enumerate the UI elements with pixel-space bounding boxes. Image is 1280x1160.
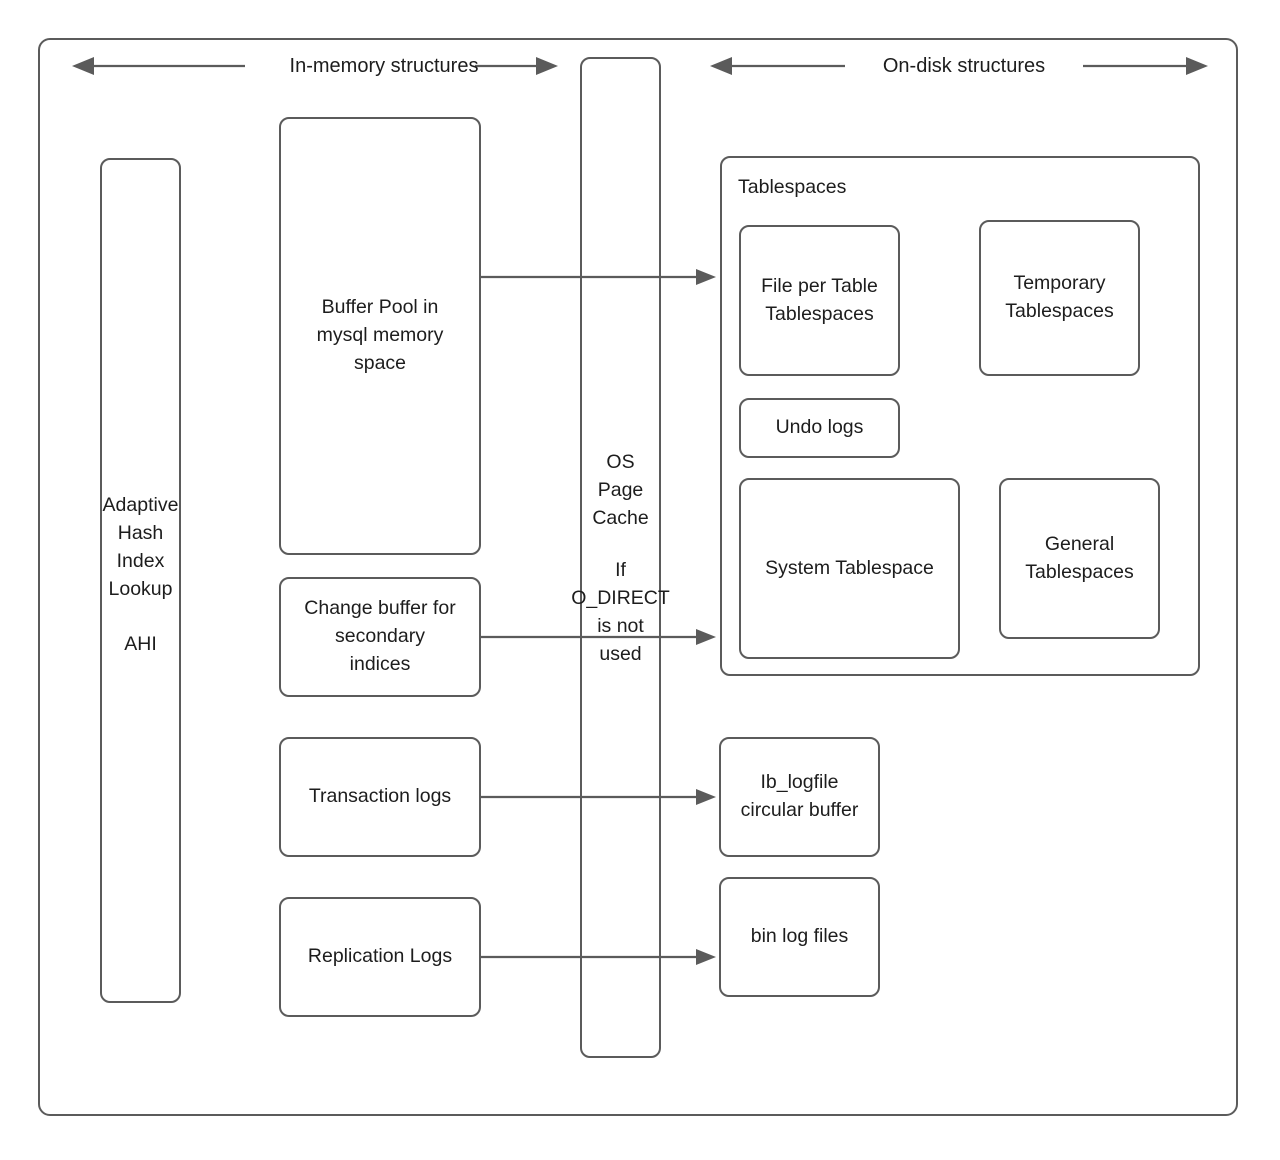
- transaction-logs-box[interactable]: Transaction logs: [279, 737, 481, 857]
- system-tablespace-box[interactable]: System Tablespace: [739, 478, 960, 659]
- bin-log-files-box[interactable]: bin log files: [719, 877, 880, 997]
- file-per-table-tablespaces-box[interactable]: File per Table Tablespaces: [739, 225, 900, 376]
- os-page-cache-label: OS Page Cache: [592, 451, 649, 530]
- os-page-cache-box[interactable]: [580, 57, 661, 1058]
- on-disk-structures-label: On-disk structures: [882, 55, 1046, 77]
- tablespaces-group-box[interactable]: [720, 156, 1200, 676]
- in-memory-structures-label: In-memory structures: [289, 55, 479, 77]
- buffer-pool-box[interactable]: Buffer Pool in mysql memory space: [279, 117, 481, 555]
- ahi-abbreviation-label: AHI: [124, 633, 157, 655]
- general-tablespaces-box[interactable]: General Tablespaces: [999, 478, 1160, 639]
- undo-logs-box[interactable]: Undo logs: [739, 398, 900, 458]
- o-direct-note-label: If O_DIRECT is not used: [571, 559, 670, 666]
- replication-logs-box[interactable]: Replication Logs: [279, 897, 481, 1017]
- adaptive-hash-index-label: Adaptive Hash Index Lookup: [102, 494, 179, 601]
- temporary-tablespaces-box[interactable]: Temporary Tablespaces: [979, 220, 1140, 376]
- ib-logfile-box[interactable]: Ib_logfile circular buffer: [719, 737, 880, 857]
- adaptive-hash-index-box[interactable]: [100, 158, 181, 1003]
- outer-frame: [38, 38, 1238, 1116]
- change-buffer-box[interactable]: Change buffer for secondary indices: [279, 577, 481, 697]
